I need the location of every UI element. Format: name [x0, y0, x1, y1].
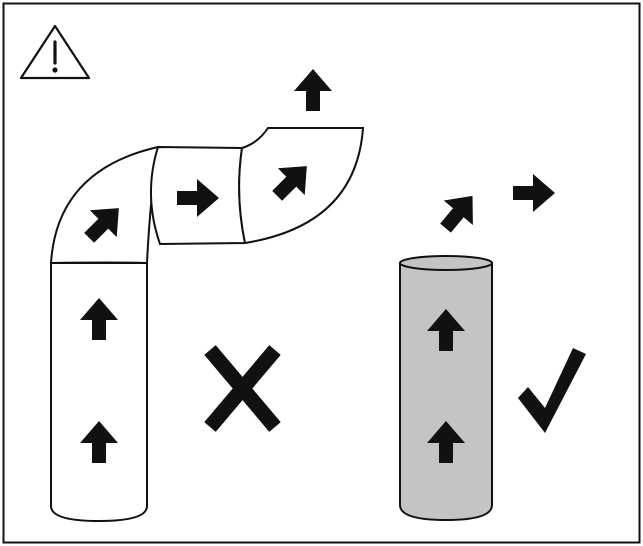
duct-body [399, 262, 493, 522]
cross-mark-icon [204, 345, 281, 432]
straight-rigid-duct [399, 255, 493, 522]
pipe-elbow-section [49, 145, 160, 265]
pipe-vertical-section [50, 262, 148, 523]
check-mark-icon [518, 348, 586, 433]
airflow-arrow-icon [294, 69, 332, 111]
duct-top-opening [399, 255, 493, 271]
airflow-arrow-icon [513, 174, 555, 212]
warning-triangle-icon [19, 24, 91, 80]
airflow-arrow-icon [430, 183, 488, 241]
